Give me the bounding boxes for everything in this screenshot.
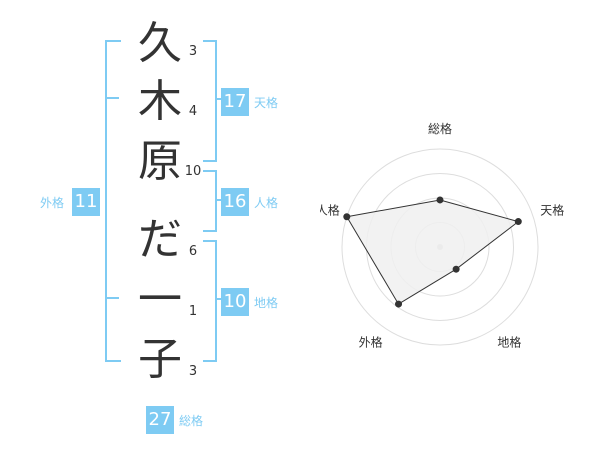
chikaku-connector (215, 298, 221, 300)
tenkaku-label: 天格 (254, 96, 279, 110)
soukaku-value-box: 27 (146, 406, 174, 434)
stroke-count-6: 3 (188, 364, 198, 379)
jinkaku-bracket (203, 170, 217, 232)
radar-axis-label-5: 人格 (320, 203, 340, 218)
chikaku-value-box: 10 (221, 288, 249, 316)
tenkaku-value-box: 17 (221, 88, 249, 116)
name-char-4: だ (138, 214, 182, 265)
gaikaku-bracket (105, 40, 121, 362)
tenkaku-connector (215, 98, 221, 100)
gaikaku-value-box: 11 (72, 188, 100, 216)
stroke-count-1: 3 (188, 44, 198, 59)
gaikaku-label: 外格 (40, 196, 65, 210)
radar-axis-label-4: 外格 (359, 335, 383, 350)
radar-point-1 (436, 196, 444, 204)
radar-polygon (346, 199, 520, 305)
jinkaku-label: 人格 (254, 196, 279, 210)
jinkaku-connector (215, 199, 221, 201)
stroke-count-2: 4 (188, 104, 198, 119)
chikaku-bracket (203, 240, 217, 362)
bracket-tick-surname (107, 97, 119, 99)
radar-axis-label-1: 総格 (428, 121, 452, 136)
radar-point-5 (343, 213, 351, 221)
name-char-1: 久 (138, 18, 182, 69)
stroke-count-5: 1 (188, 304, 198, 319)
radar-axis-label-3: 地格 (497, 335, 521, 350)
radar-point-4 (395, 300, 403, 308)
radar-ring-4 (341, 148, 539, 346)
radar-point-2 (514, 218, 522, 226)
soukaku-label: 総格 (179, 414, 204, 428)
name-char-3: 原 (138, 136, 182, 187)
jinkaku-value-box: 16 (221, 188, 249, 216)
radar-point-3 (452, 265, 460, 273)
bracket-tick-given (107, 297, 119, 299)
stroke-count-3: 10 (184, 164, 202, 179)
radar-axis-label-2: 天格 (540, 203, 564, 218)
name-char-5: 一 (138, 274, 182, 325)
name-char-2: 木 (138, 76, 182, 127)
tenkaku-bracket (203, 40, 217, 162)
name-char-6: 子 (138, 334, 182, 385)
chikaku-label: 地格 (254, 296, 279, 310)
stroke-count-4: 6 (188, 244, 198, 259)
